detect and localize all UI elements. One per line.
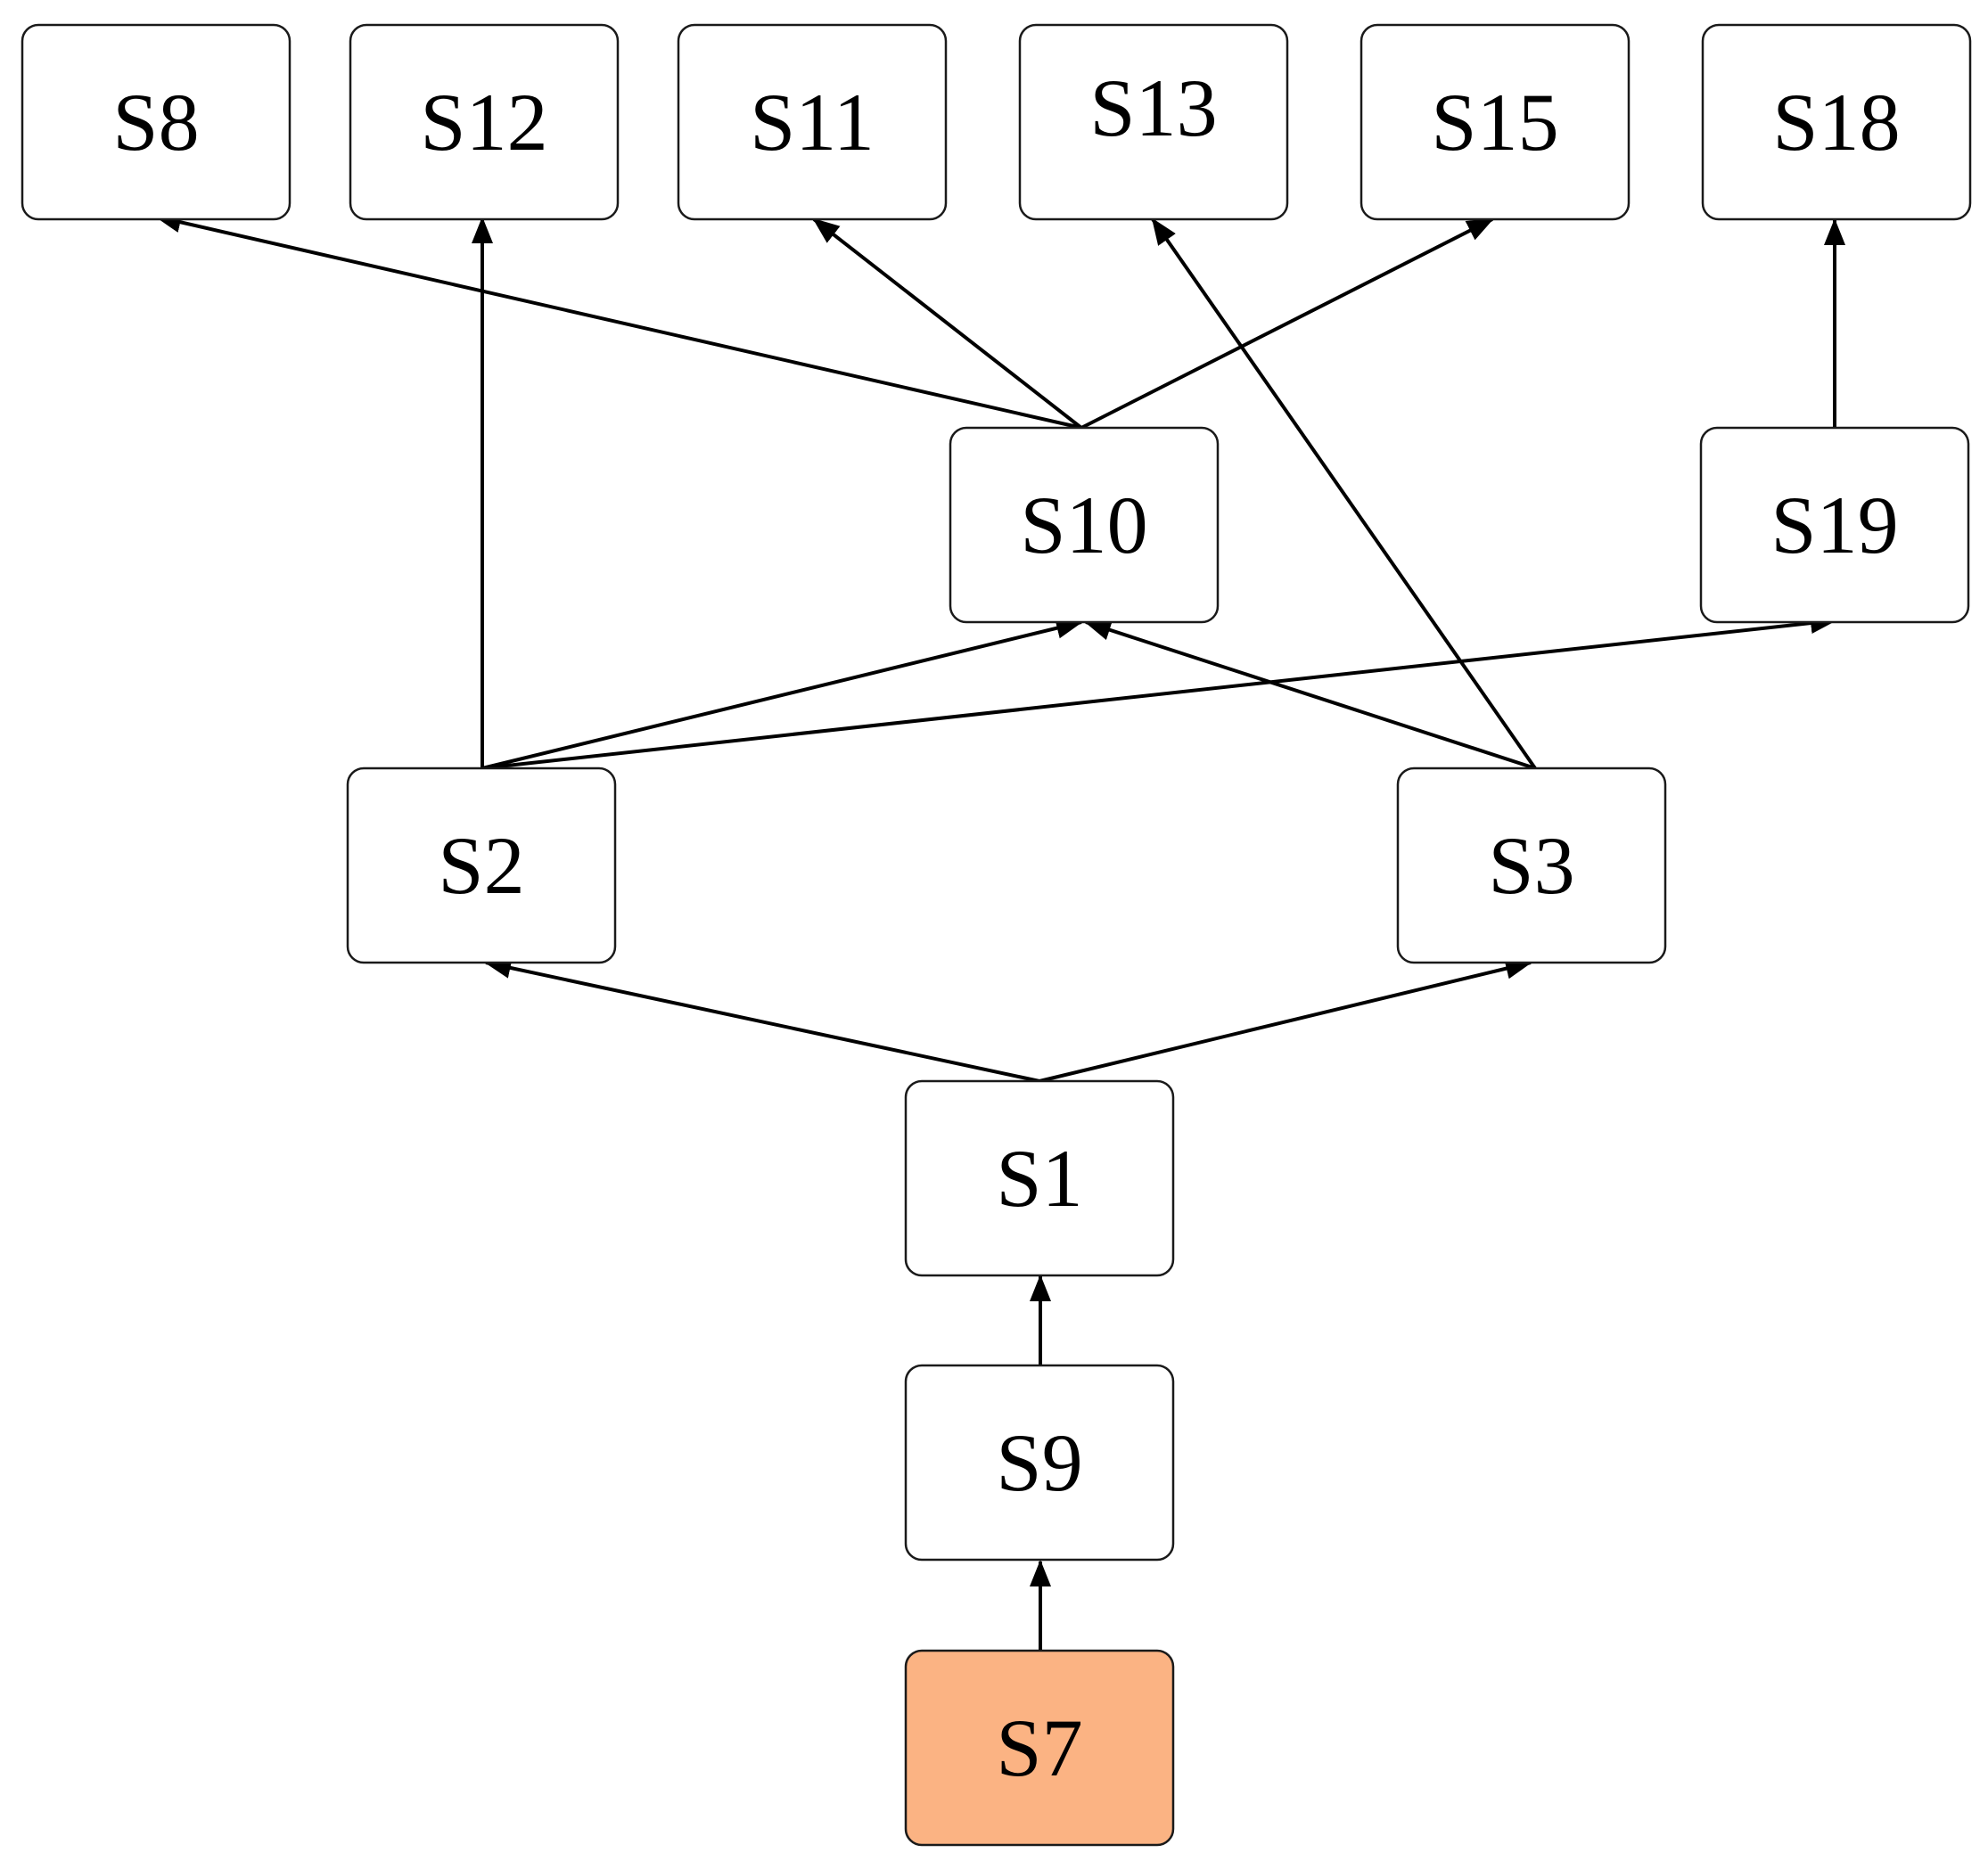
edge-s3-to-s13 [1151, 217, 1537, 770]
edge-s10-to-s11 [812, 217, 1083, 430]
edge-s1-to-s3 [1039, 957, 1532, 1083]
edge-s2-to-s19 [481, 612, 1837, 770]
node-box [904, 1649, 1175, 1847]
node-s11: S11 [677, 23, 948, 221]
node-box [904, 1364, 1175, 1562]
node-s1: S1 [904, 1079, 1175, 1277]
node-s15: S15 [1360, 23, 1631, 221]
edge-s3-to-s10 [1084, 619, 1536, 770]
edge-s2-to-s10 [481, 617, 1083, 770]
node-label: S11 [750, 77, 875, 168]
edge-s10-to-s8 [154, 211, 1082, 430]
node-label: S12 [420, 77, 547, 168]
edges-layer [154, 211, 1845, 1651]
node-box [1701, 23, 1972, 221]
node-label: S8 [112, 77, 199, 168]
node-box [21, 23, 292, 221]
node-label: S10 [1020, 480, 1147, 570]
node-label: S1 [996, 1133, 1082, 1224]
node-label: S3 [1488, 820, 1574, 911]
node-s19: S19 [1699, 426, 1970, 624]
node-s7: S7 [904, 1649, 1175, 1847]
node-label: S9 [996, 1417, 1082, 1508]
node-box [1699, 426, 1970, 624]
node-label: S13 [1089, 62, 1217, 153]
node-box [346, 767, 617, 964]
node-label: S7 [996, 1702, 1082, 1793]
node-s2: S2 [346, 767, 617, 964]
node-box [349, 23, 620, 221]
edge-s10-to-s15 [1080, 217, 1494, 430]
node-box [904, 1079, 1175, 1277]
node-box [949, 426, 1220, 624]
node-s13: S13 [1018, 23, 1289, 221]
edge-s1-to-s2 [484, 957, 1040, 1083]
node-s9: S9 [904, 1364, 1175, 1562]
node-s3: S3 [1396, 767, 1667, 964]
node-box [1396, 767, 1667, 964]
node-box [1360, 23, 1631, 221]
node-box [677, 23, 948, 221]
node-label: S18 [1772, 77, 1900, 168]
node-s8: S8 [21, 23, 292, 221]
node-s10: S10 [949, 426, 1220, 624]
node-s12: S12 [349, 23, 620, 221]
node-label: S19 [1770, 480, 1898, 570]
node-label: S15 [1431, 77, 1558, 168]
node-label: S2 [438, 820, 524, 911]
node-s18: S18 [1701, 23, 1972, 221]
node-box [1018, 23, 1289, 221]
